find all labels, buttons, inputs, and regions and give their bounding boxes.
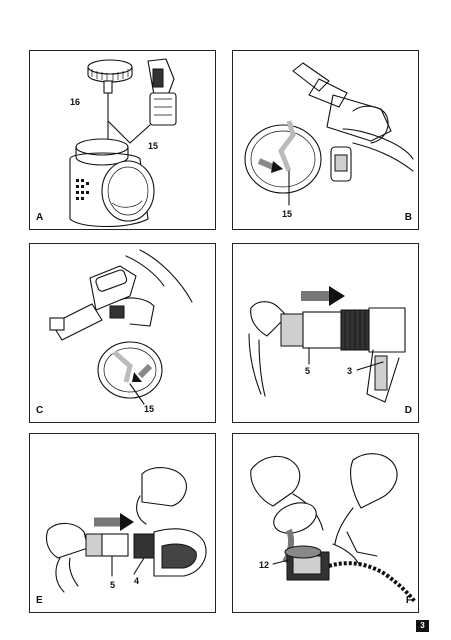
figure-c-illustration bbox=[49, 249, 193, 405]
figure-f-illustration bbox=[250, 453, 417, 604]
panel-f: 12 F bbox=[232, 433, 419, 613]
callout-4: 4 bbox=[134, 576, 140, 586]
figure-d-illustration bbox=[248, 286, 406, 403]
figure-b-illustration bbox=[244, 62, 414, 206]
panel-d: 5 3 D bbox=[232, 243, 419, 423]
figure-e-illustration bbox=[45, 467, 207, 593]
panel-b: 15 B bbox=[232, 50, 419, 230]
callout-15: 15 bbox=[148, 141, 159, 151]
callout-16: 16 bbox=[70, 97, 81, 107]
panel-label: F bbox=[405, 595, 412, 606]
callout-12: 12 bbox=[259, 560, 270, 570]
panel-label: B bbox=[404, 212, 412, 223]
panel-a: 16 15 A bbox=[29, 50, 216, 230]
panel-label: A bbox=[36, 212, 44, 223]
panel-c: 15 C bbox=[29, 243, 216, 423]
panel-e: 5 4 E bbox=[29, 433, 216, 613]
panel-label: C bbox=[36, 405, 44, 416]
callout-15: 15 bbox=[282, 209, 293, 219]
callout-15: 15 bbox=[144, 404, 155, 414]
page-number: 3 bbox=[416, 620, 429, 632]
figure-a-illustration bbox=[69, 58, 177, 228]
callout-5: 5 bbox=[305, 366, 311, 376]
panel-label: D bbox=[404, 405, 412, 416]
callout-3: 3 bbox=[347, 366, 353, 376]
callout-5: 5 bbox=[110, 580, 116, 590]
panel-label: E bbox=[36, 595, 43, 606]
